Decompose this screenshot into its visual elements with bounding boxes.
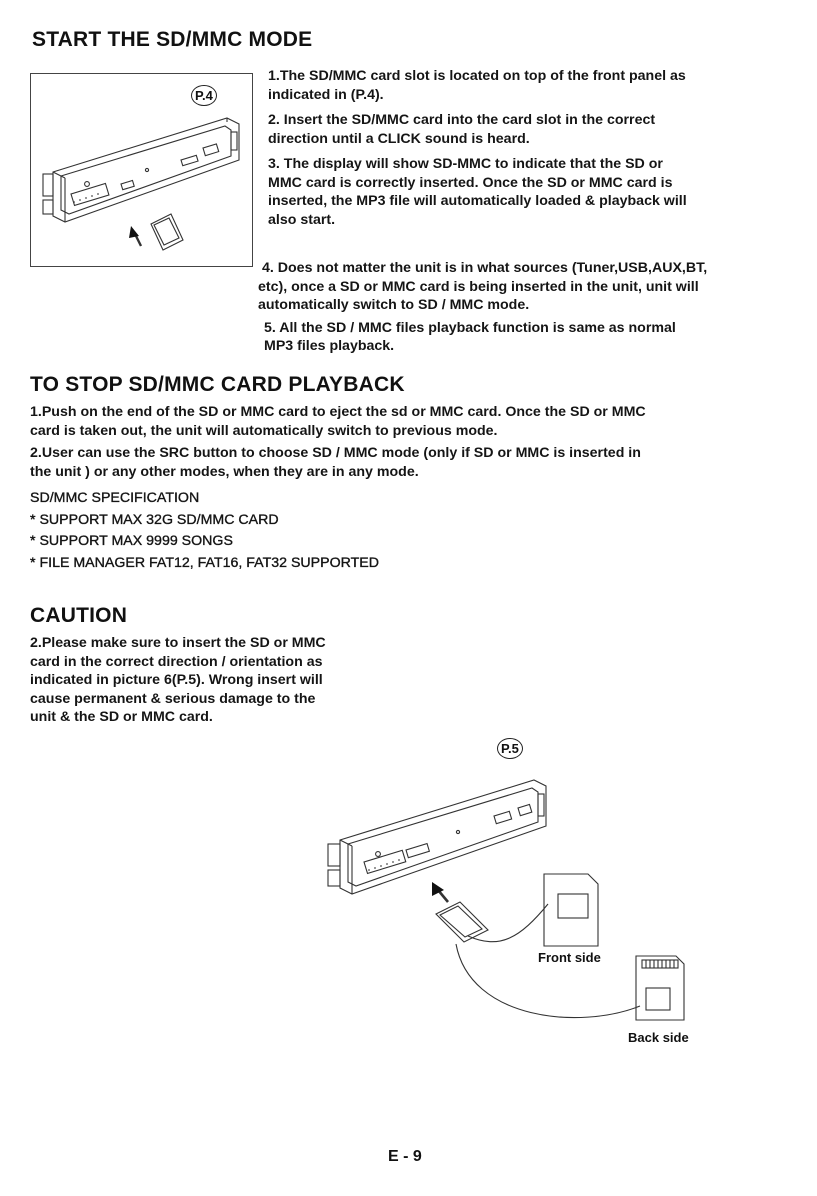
start-item-2-line-1: 2. Insert the SD/MMC card into the card … — [268, 112, 656, 128]
start-item-1-line-1: 1.The SD/MMC card slot is located on top… — [268, 68, 686, 84]
start-item-1: 1.The SD/MMC card slot is located on top… — [268, 67, 798, 104]
caution-line-1: 2.Please make sure to insert the SD or M… — [30, 635, 326, 651]
caution-line-2: card in the correct direction / orientat… — [30, 653, 323, 670]
spec-heading: SD/MMC SPECIFICATION — [30, 490, 200, 506]
stop-item-2-line-2: the unit ) or any other modes, when they… — [30, 463, 419, 480]
start-item-4: 4. Does not matter the unit is in what s… — [258, 259, 803, 315]
start-item-3-line-3: inserted, the MP3 file will automaticall… — [268, 193, 687, 209]
start-item-3-line-1: 3. The display will show SD-MMC to indic… — [268, 156, 663, 172]
start-item-3: 3. The display will show SD-MMC to indic… — [268, 155, 798, 229]
stop-item-1: 1.Push on the end of the SD or MMC card … — [30, 403, 800, 440]
caution-line-3: indicated in picture 6(P.5). Wrong inser… — [30, 672, 323, 688]
spec-line-1: * SUPPORT MAX 32G SD/MMC CARD — [30, 511, 279, 528]
section-title-caution: CAUTION — [30, 604, 128, 627]
section-title-stop-playback: TO STOP SD/MMC CARD PLAYBACK — [30, 373, 405, 396]
start-item-4-line-1: 4. Does not matter the unit is in what s… — [262, 260, 708, 276]
start-instructions-cont: 4. Does not matter the unit is in what s… — [258, 259, 803, 363]
stop-item-2-line-1: 2.User can use the SRC button to choose … — [30, 445, 641, 461]
caution-line-5: unit & the SD or MMC card. — [30, 709, 213, 725]
spec-list: SD/MMC SPECIFICATION * SUPPORT MAX 32G S… — [30, 489, 800, 572]
start-item-3-line-2: MMC card is correctly inserted. Once the… — [268, 174, 673, 191]
stop-item-1-line-1: 1.Push on the end of the SD or MMC card … — [30, 404, 646, 420]
start-item-4-line-2: etc), once a SD or MMC card is being ins… — [258, 278, 699, 295]
stop-item-1-line-2: card is taken out, the unit will automat… — [30, 422, 498, 439]
figure-p4-label: P.4 — [191, 85, 217, 106]
stop-instructions: 1.Push on the end of the SD or MMC card … — [30, 403, 800, 579]
caution-line-4: cause permanent & serious damage to the — [30, 690, 316, 707]
head-unit-illustration-p5 — [327, 779, 685, 1021]
start-item-2: 2. Insert the SD/MMC card into the card … — [268, 111, 798, 148]
start-item-5-line-1: 5. All the SD / MMC files playback funct… — [264, 319, 676, 336]
start-item-2-line-2: direction until a CLICK sound is heard. — [268, 130, 530, 147]
start-item-5-line-2: MP3 files playback. — [264, 338, 395, 354]
back-side-label: Back side — [628, 1030, 689, 1045]
spec-line-3: * FILE MANAGER FAT12, FAT16, FAT32 SUPPO… — [30, 554, 380, 571]
caution-text: 2.Please make sure to insert the SD or M… — [30, 634, 410, 727]
section-title-start-sd-mmc: START THE SD/MMC MODE — [32, 28, 313, 51]
start-item-3-line-4: also start. — [268, 211, 336, 228]
start-item-4-line-3: automatically switch to SD / MMC mode. — [258, 297, 530, 313]
figure-p5-label: P.5 — [497, 738, 523, 759]
start-item-5: 5. All the SD / MMC files playback funct… — [258, 319, 803, 356]
stop-item-2: 2.User can use the SRC button to choose … — [30, 444, 800, 481]
start-item-1-line-2: indicated in (P.4). — [268, 86, 384, 103]
figure-p4-frame: P.4 — [30, 73, 253, 267]
front-side-label: Front side — [538, 950, 601, 965]
spec-line-2: * SUPPORT MAX 9999 SONGS — [30, 533, 233, 549]
page-number: E - 9 — [388, 1148, 422, 1165]
head-unit-illustration-p4 — [42, 117, 240, 251]
start-instructions: 1.The SD/MMC card slot is located on top… — [268, 67, 798, 231]
